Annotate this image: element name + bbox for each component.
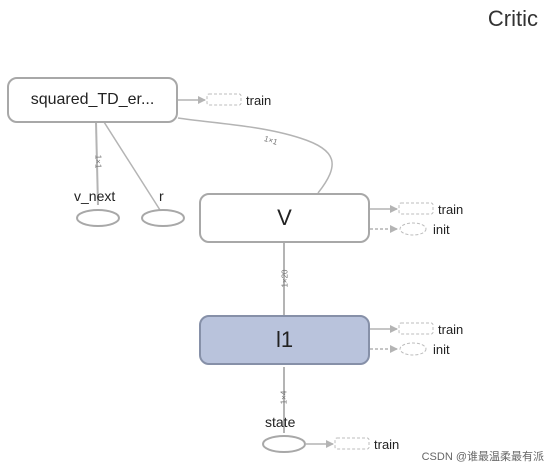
train-aux-node-1[interactable] <box>206 93 242 106</box>
l1-node[interactable]: l1 <box>199 315 370 365</box>
v-node-label: V <box>277 205 292 230</box>
train-aux-node-3[interactable] <box>398 322 434 335</box>
v-next-input-node[interactable] <box>76 209 120 227</box>
graph-title: Critic <box>487 6 538 31</box>
train-label-4: train <box>374 437 400 452</box>
l1-node-label: l1 <box>275 327 294 352</box>
init-aux-node-1[interactable] <box>399 222 427 236</box>
edge-vnext-to-squared-td <box>95 121 99 206</box>
train-label-3: train <box>438 322 464 337</box>
edge-v-to-squared-td <box>177 117 333 194</box>
train-aux-node-4[interactable] <box>334 437 370 450</box>
edge-r-to-squared-td <box>103 121 161 211</box>
squared-td-error-node[interactable]: squared_TD_er... <box>7 77 178 123</box>
v-node[interactable]: V <box>199 193 370 243</box>
r-label: r <box>159 188 164 204</box>
squared-td-error-label: squared_TD_er... <box>30 91 155 108</box>
edge-label-vnext-shape: 1×1 <box>93 154 103 169</box>
init-label-1: init <box>433 222 450 237</box>
train-label-2: train <box>438 202 464 217</box>
r-input-node[interactable] <box>141 209 185 227</box>
edge-label-state-shape: 1×4 <box>279 390 289 405</box>
edge-label-l1-shape: 1×20 <box>280 269 290 288</box>
init-aux-node-2[interactable] <box>399 342 427 356</box>
state-input-node[interactable] <box>262 435 306 453</box>
watermark: CSDN @谁最温柔最有派 <box>421 451 544 463</box>
train-aux-node-2[interactable] <box>398 202 434 215</box>
state-label: state <box>265 414 296 430</box>
train-label-1: train <box>246 93 272 108</box>
v-next-label: v_next <box>74 188 116 204</box>
init-label-2: init <box>433 342 450 357</box>
